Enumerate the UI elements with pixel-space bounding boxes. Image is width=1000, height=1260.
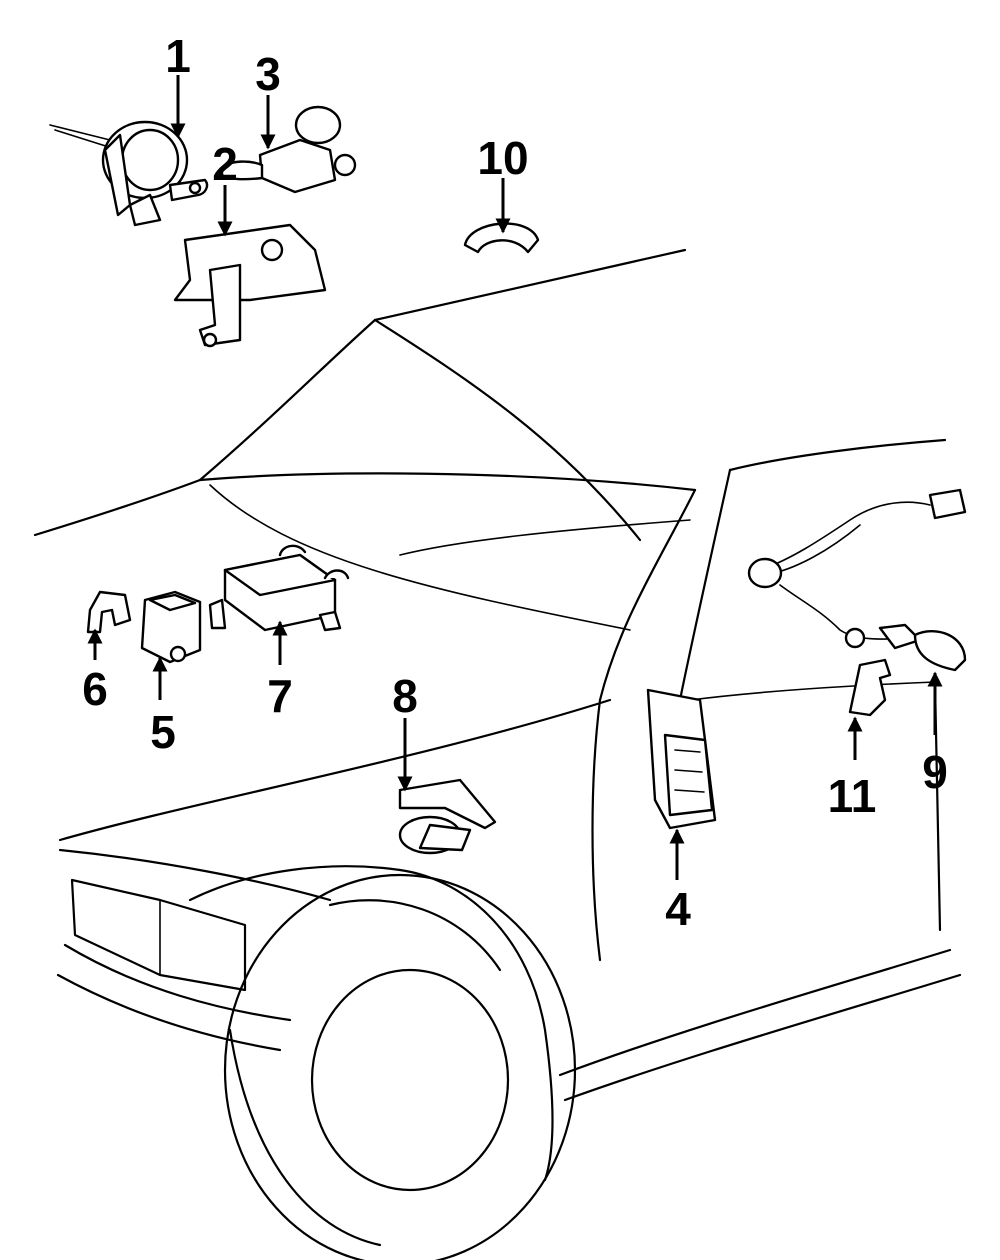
callout-2: 2 [212,138,238,237]
callout-label-4: 4 [665,883,691,935]
callout-label-7: 7 [267,670,293,722]
callout-8: 8 [392,670,418,792]
callout-1: 1 [165,30,191,139]
part-11-bracket [848,658,892,717]
callout-label-10: 10 [477,132,528,184]
part-3-solenoid [220,105,357,194]
part-5-relay [140,590,202,664]
callout-9: 9 [922,671,948,798]
part-1-actuator [49,120,209,227]
part-6-bracket [86,590,132,634]
callout-11: 11 [828,716,877,822]
vehicle-outline [33,248,962,1260]
callout-3: 3 [255,48,281,150]
callout-label-11: 11 [828,770,877,822]
part-8-bracket [398,778,497,855]
callout-label-1: 1 [165,30,191,82]
callout-label-9: 9 [922,746,948,798]
callout-7: 7 [267,620,293,722]
callout-4: 4 [665,828,691,935]
callout-5: 5 [150,656,176,758]
part-9-sensor [747,488,967,672]
part-10-clip [463,222,540,254]
part-4-ecu [646,688,717,830]
part-7-module [208,544,350,632]
callout-label-5: 5 [150,706,176,758]
callout-label-3: 3 [255,48,281,100]
callout-6: 6 [82,628,108,715]
callout-label-2: 2 [212,138,238,190]
callout-label-6: 6 [82,663,108,715]
callout-label-8: 8 [392,670,418,722]
part-2-bracket [173,223,327,348]
callout-10: 10 [477,132,529,234]
